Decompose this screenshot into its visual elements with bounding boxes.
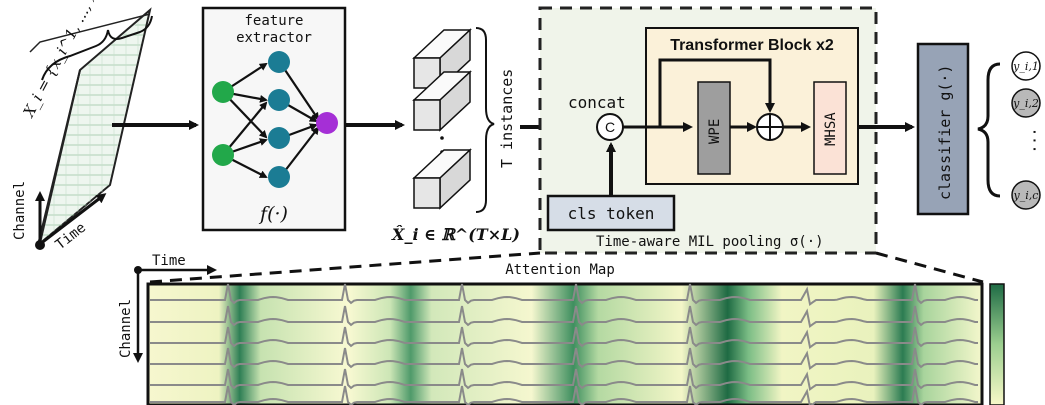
instance-feature-blocks: T instances X̂_i ∈ ℝ^(T×L) xyxy=(391,27,520,244)
hidden-node xyxy=(268,51,290,73)
output-ellipsis: · · · xyxy=(1027,130,1043,152)
residual-connection xyxy=(658,58,775,127)
output-node xyxy=(316,112,338,134)
time-axis-arrow xyxy=(39,193,107,246)
hidden-node xyxy=(268,166,290,188)
transformer-title: Transformer Block x2 xyxy=(670,37,834,54)
input-node xyxy=(212,81,234,103)
classifier-box: classifier g(·) y_i,1 y_i,2 · · · y_i,c xyxy=(916,42,1043,216)
hidden-node xyxy=(268,89,290,111)
output-class-label-1: y_i,1 xyxy=(1012,60,1039,73)
ecg-trace xyxy=(150,305,978,329)
instances-label: T instances xyxy=(498,69,516,168)
instances-brace xyxy=(475,27,495,213)
output-class-node xyxy=(1011,180,1041,210)
output-class-label-c: y_i,c xyxy=(1013,189,1039,202)
attention-axis-time: Time xyxy=(152,253,186,269)
zoom-line-left xyxy=(149,251,541,284)
output-class-label-2: y_i,2 xyxy=(1012,97,1039,110)
attention-heatmap xyxy=(146,282,984,405)
ecg-trace xyxy=(150,385,978,405)
classifier-label: classifier g(·) xyxy=(936,65,954,200)
ecg-traces xyxy=(150,283,978,405)
instance-block xyxy=(412,148,472,210)
input-signal-stack: X_i = {x_i^1, ..., x_i^T} Channel Time xyxy=(12,0,153,253)
ecg-trace xyxy=(150,283,978,307)
attention-map-title: Attention Map xyxy=(505,262,615,278)
concat-symbol: C xyxy=(605,119,615,135)
instances-output-label: X̂_i ∈ ℝ^(T×L) xyxy=(391,225,520,244)
wpe-box xyxy=(697,81,731,175)
feature-extractor-function: f(·) xyxy=(258,203,288,225)
attention-map: Attention Map Time Channel xyxy=(118,251,1005,405)
cls-token-label: cls token xyxy=(568,204,655,223)
mhsa-label: MHSA xyxy=(823,112,839,146)
output-class-node xyxy=(1011,88,1041,118)
attention-colorbar xyxy=(989,283,1005,405)
mil-pooling-region: Time-aware MIL pooling σ(·) concat C cls… xyxy=(538,6,878,255)
wpe-label: WPE xyxy=(707,119,723,144)
feature-extractor-box: feature extractor f(·) xyxy=(201,6,347,232)
input-axis-channel: Channel xyxy=(12,181,28,240)
ecg-trace xyxy=(150,326,978,350)
cls-token-box xyxy=(546,194,676,232)
hidden-node xyxy=(268,127,290,149)
instance-block xyxy=(412,70,472,132)
ecg-trace xyxy=(150,347,978,371)
output-brace xyxy=(977,62,1001,198)
output-class-node xyxy=(1011,51,1041,81)
feature-extractor-title-1: feature xyxy=(244,13,303,29)
input-node xyxy=(212,144,234,166)
pooling-caption: Time-aware MIL pooling σ(·) xyxy=(596,234,824,250)
zoom-line-right xyxy=(875,251,984,284)
concat-label: concat xyxy=(568,93,626,112)
mhsa-box xyxy=(813,81,847,175)
attention-axis-channel: Channel xyxy=(118,299,134,358)
ecg-trace xyxy=(150,368,978,392)
feature-extractor-title-2: extractor xyxy=(236,30,312,46)
